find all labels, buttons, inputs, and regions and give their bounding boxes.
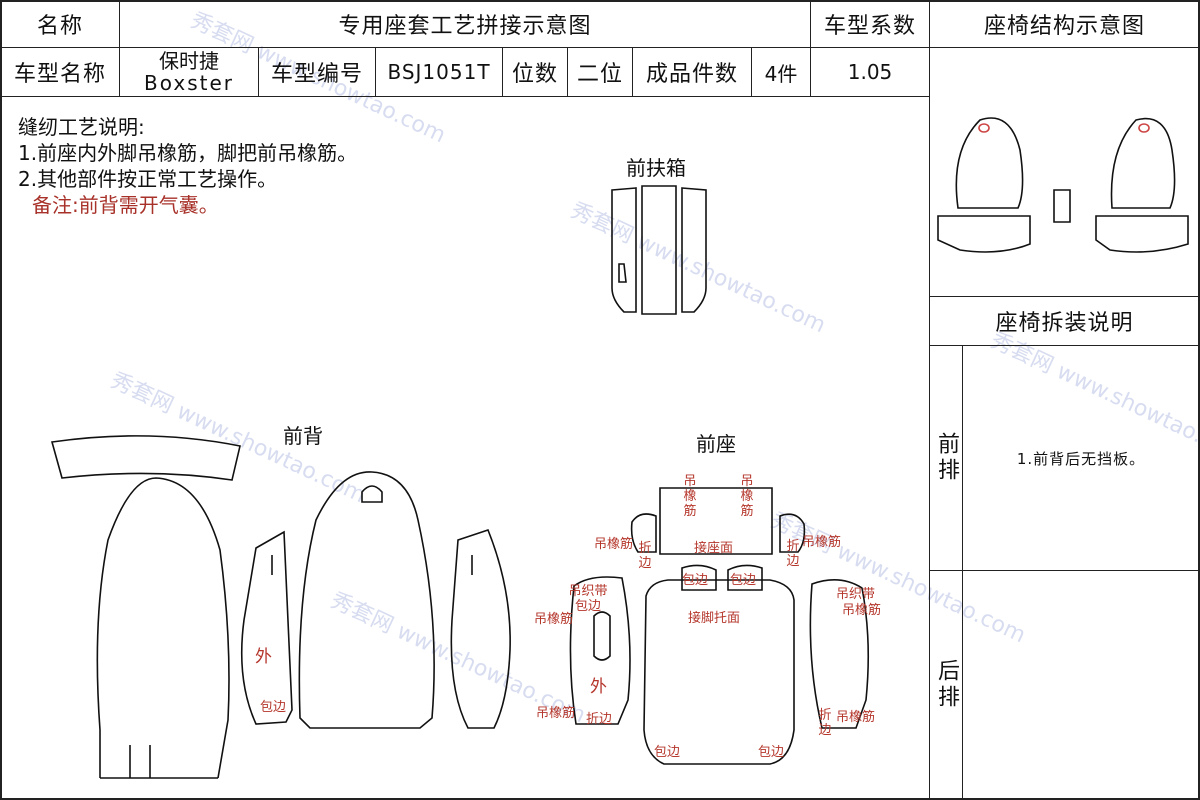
notes-remark: 备注:前背需开气囊。 xyxy=(32,193,219,217)
foot-rest-panel xyxy=(643,579,795,765)
label-binding-bottom: 包边 xyxy=(758,745,785,760)
label-outer-back: 外 xyxy=(255,647,272,667)
airbag-hole xyxy=(361,485,383,503)
armrest-panel-middle xyxy=(641,185,677,315)
label-binding: 包边 xyxy=(730,573,757,588)
binding-tab-right xyxy=(727,564,763,591)
side-skirt-left xyxy=(569,576,631,725)
front-back-pieces xyxy=(50,435,511,779)
notes-line2: 2.其他部件按正常工艺操作。 xyxy=(18,167,278,191)
seat-sketch-mid xyxy=(1053,189,1071,223)
model-name-en: Boxster xyxy=(144,71,234,95)
armrest-label: 前扶箱 xyxy=(626,156,686,180)
seat-sketch-right xyxy=(1110,117,1176,209)
label-belt-binding: 吊织带包边 xyxy=(568,584,608,614)
side-panel-left xyxy=(240,530,293,725)
seat-face-panel xyxy=(659,487,773,555)
label-fold-right: 折边 xyxy=(786,539,800,569)
label-elastic-side-left: 吊橡筋 xyxy=(534,612,574,627)
notes-line1: 1.前座内外脚吊橡筋，脚把前吊橡筋。 xyxy=(18,141,358,165)
armrest-slot xyxy=(618,263,627,283)
notes-heading: 缝纫工艺说明: xyxy=(18,115,145,139)
back-panel-left xyxy=(96,477,230,779)
armrest-panel-right xyxy=(681,187,707,313)
seat-wing-right xyxy=(779,513,806,553)
airbag-mark xyxy=(978,123,990,133)
seat-wing-left xyxy=(630,513,657,553)
seat-sketch-left xyxy=(955,117,1024,209)
model-name-value: 保时捷 Boxster xyxy=(119,47,259,97)
seat-sketch-right-base xyxy=(1095,215,1189,253)
label-foot-rest: 接脚托面 xyxy=(688,611,741,626)
label-fold-left: 折边 xyxy=(638,541,652,571)
label-binding-back: 包边 xyxy=(260,700,287,715)
side-skirt-left-slot xyxy=(593,611,611,661)
armrest-panel-left xyxy=(611,187,637,313)
label-fold-bottom-right: 折边 xyxy=(818,708,832,738)
label-fold-bottom-left: 折边 xyxy=(586,712,613,727)
airbag-mark xyxy=(1138,123,1150,133)
label-elastic-left: 吊橡筋 xyxy=(594,537,634,552)
back-center-panel xyxy=(298,471,435,729)
side-panel-right xyxy=(450,529,511,729)
label-binding: 包边 xyxy=(682,573,709,588)
front-back-label: 前背 xyxy=(283,424,323,448)
label-elastic: 吊橡筋 xyxy=(740,474,754,519)
label-elastic: 吊橡筋 xyxy=(683,474,697,519)
coef-label: 车型系数 xyxy=(810,0,930,48)
label-binding-bottom: 包边 xyxy=(654,745,681,760)
armrest-pieces xyxy=(611,185,707,315)
label-outer-seat: 外 xyxy=(590,677,607,697)
sewing-notes: 缝纫工艺说明: 1.前座内外脚吊橡筋，脚把前吊橡筋。 2.其他部件按正常工艺操作… xyxy=(18,114,357,218)
label-elastic-bottom-right: 吊橡筋 xyxy=(836,710,876,725)
structure-sketch xyxy=(937,117,1189,253)
pieces-value: 4件 xyxy=(751,47,811,97)
seat-sketch-left-base xyxy=(937,215,1031,253)
front-seat-pieces xyxy=(569,487,870,765)
front-seat-label: 前座 xyxy=(696,432,736,456)
model-name-cn: 保时捷 xyxy=(159,49,219,73)
label-elastic-side-right: 吊橡筋 xyxy=(842,603,882,618)
headrest-band xyxy=(50,435,241,481)
side-skirt-right xyxy=(809,579,870,729)
label-elastic-bottom-left: 吊橡筋 xyxy=(536,706,576,721)
binding-tab-left xyxy=(681,564,717,591)
label-seat-face: 接座面 xyxy=(694,541,734,556)
label-belt-right: 吊织带 xyxy=(836,587,876,602)
label-elastic-right: 吊橡筋 xyxy=(802,535,842,550)
